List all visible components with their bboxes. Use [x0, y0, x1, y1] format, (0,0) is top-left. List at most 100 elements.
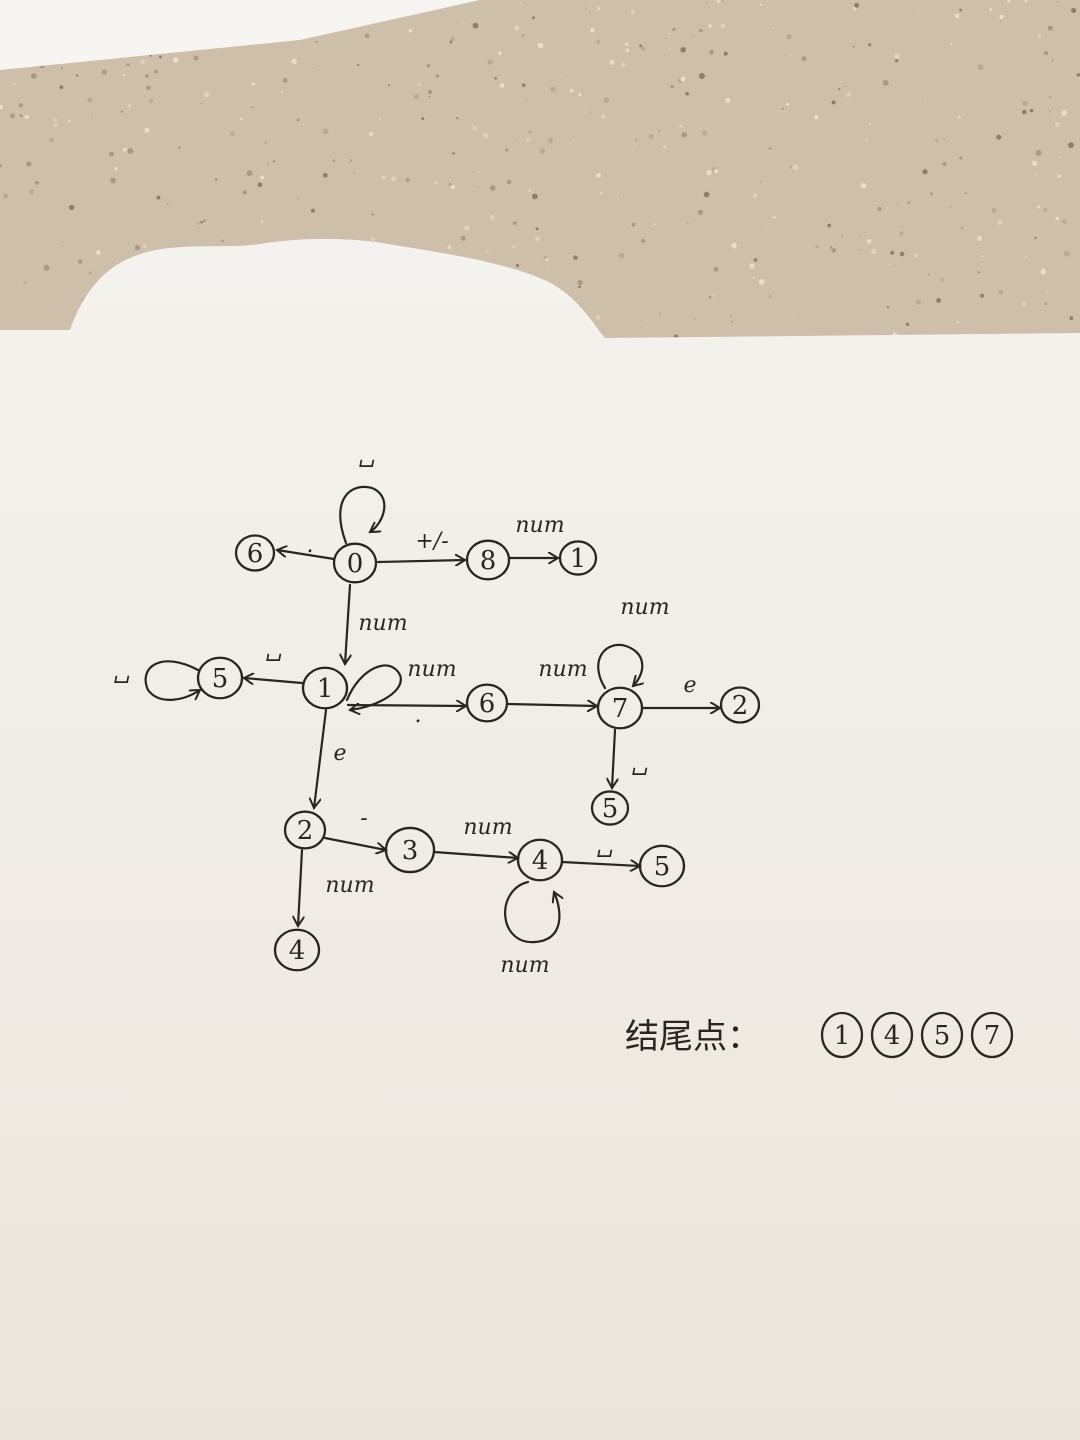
speckle	[1056, 0, 1059, 3]
speckle	[144, 127, 150, 133]
speckle	[460, 235, 466, 241]
speckle	[246, 170, 253, 177]
speckle	[251, 82, 255, 86]
speckle	[463, 21, 466, 24]
speckle	[451, 151, 456, 156]
speckle	[91, 116, 94, 119]
speckle	[1058, 156, 1061, 158]
legend-label: 结尾点：	[625, 1017, 761, 1057]
speckle	[548, 138, 554, 144]
speckle	[686, 221, 690, 224]
speckle	[1049, 110, 1051, 113]
speckle	[768, 147, 772, 150]
speckle	[584, 7, 588, 10]
speckle	[266, 163, 269, 166]
speckle	[166, 202, 169, 205]
speckle	[815, 244, 819, 248]
speckle	[829, 246, 833, 249]
state-circle	[516, 838, 564, 882]
speckle	[653, 223, 656, 226]
speckle	[959, 156, 963, 160]
edge-n4-n5c: ␣	[560, 833, 640, 866]
speckle	[1057, 174, 1061, 178]
legend-node-label: 4	[884, 1021, 901, 1051]
speckle	[730, 320, 734, 324]
speckle	[1029, 108, 1034, 113]
speckle	[29, 189, 35, 195]
speckle	[477, 186, 480, 188]
speckle	[528, 130, 532, 134]
speckle	[989, 8, 993, 12]
speckle	[413, 94, 420, 100]
state-circle	[558, 540, 598, 576]
state-label: 8	[480, 546, 497, 576]
speckle	[257, 182, 263, 188]
state-node-n5c: 5	[638, 844, 686, 888]
state-label: 5	[212, 664, 229, 694]
speckle	[729, 314, 733, 318]
speckle	[577, 279, 583, 286]
speckle	[472, 126, 477, 131]
speckle	[449, 40, 453, 44]
speckle	[899, 251, 905, 257]
speckle	[20, 114, 23, 117]
speckle	[999, 14, 1004, 20]
speckle	[456, 117, 459, 120]
speckle	[537, 42, 544, 49]
speckle	[1022, 100, 1028, 106]
speckle	[486, 249, 489, 253]
state-circle	[234, 534, 276, 572]
speckle	[515, 263, 520, 268]
edge-label: .	[307, 533, 314, 558]
edge-label: ␣	[266, 637, 283, 662]
speckle	[1040, 268, 1047, 275]
speckle	[547, 265, 550, 268]
speckle	[916, 9, 919, 12]
legend-circle	[870, 1011, 914, 1059]
speckle	[1037, 205, 1041, 209]
speckle	[786, 34, 792, 40]
edge-arrow	[504, 880, 559, 944]
speckle	[1022, 109, 1027, 115]
speckle	[618, 252, 625, 259]
speckle	[387, 83, 391, 87]
speckle	[980, 293, 985, 298]
speckle	[924, 97, 927, 100]
speckle	[1025, 256, 1028, 259]
speckle	[54, 123, 58, 128]
speckle	[894, 53, 900, 60]
speckle	[890, 250, 895, 255]
speckle	[322, 172, 328, 178]
edge-label: num	[407, 657, 456, 682]
speckle	[943, 138, 946, 141]
speckle	[43, 264, 50, 271]
edge-n2-n4b: num	[298, 848, 375, 926]
speckle	[434, 181, 438, 185]
speckle	[127, 148, 134, 154]
edge-n5a-n5a: ␣	[114, 659, 200, 701]
speckle	[680, 47, 686, 53]
state-node-n8: 8	[465, 539, 511, 581]
speckle	[369, 131, 374, 136]
speckle	[159, 55, 162, 59]
state-node-n6b: 6	[465, 683, 509, 723]
edge-label: ␣	[359, 443, 376, 468]
speckle	[896, 203, 899, 206]
speckle	[239, 117, 243, 121]
speckle	[230, 131, 235, 137]
edge-n0-n1: num	[345, 583, 408, 664]
speckle	[942, 162, 947, 167]
speckle	[59, 85, 64, 90]
speckle	[648, 134, 654, 140]
speckle	[870, 248, 877, 255]
speckle	[573, 255, 578, 260]
edge-arrow	[612, 728, 615, 788]
speckle	[886, 305, 890, 309]
speckle	[723, 51, 728, 56]
speckle	[173, 57, 179, 63]
speckle	[1032, 160, 1038, 166]
speckle	[1044, 51, 1049, 56]
speckle	[260, 219, 264, 223]
